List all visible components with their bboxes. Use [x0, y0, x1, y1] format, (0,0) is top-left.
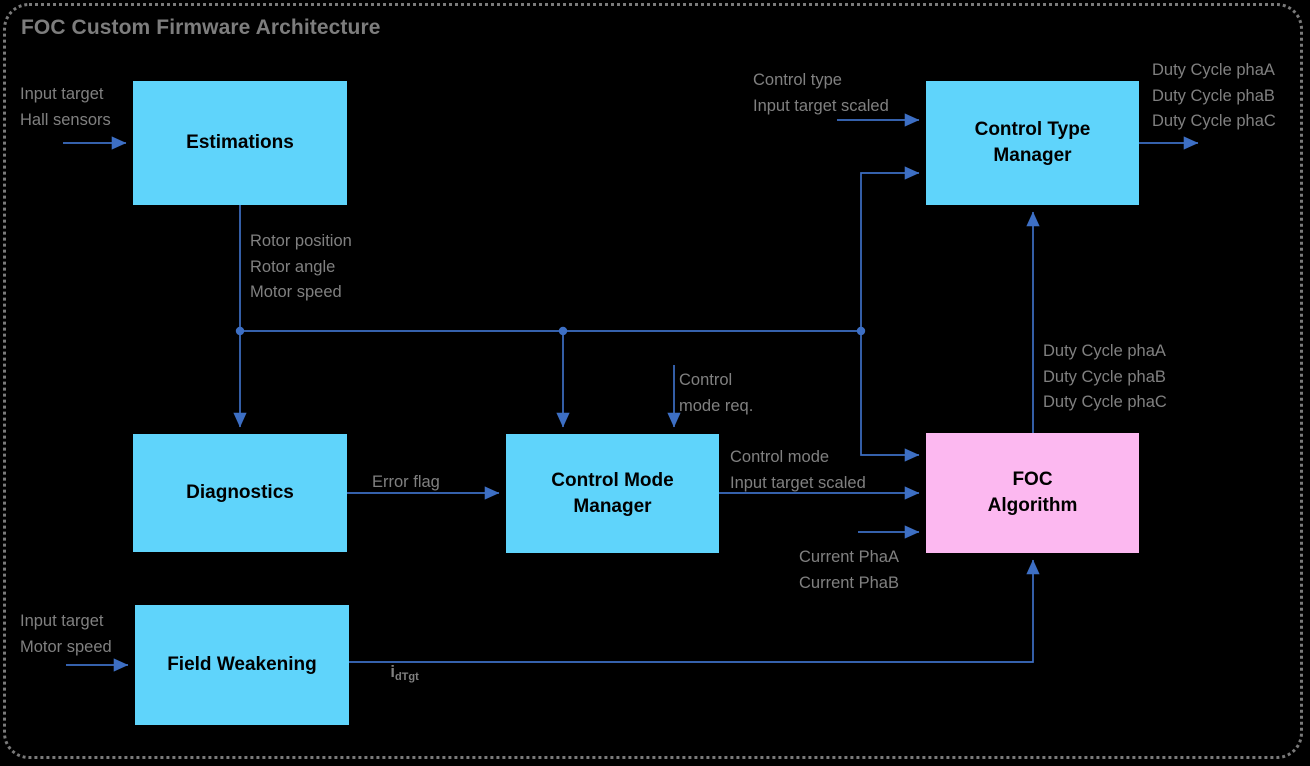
label-control-mode-output: Control mode Input target scaled — [730, 448, 866, 492]
label-idtgt-base: i — [390, 662, 395, 681]
block-control-mode-manager-label: Control Mode Manager — [551, 469, 674, 517]
label-field-weakening-input: Input target Motor speed — [20, 612, 112, 656]
label-control-mode-req: Control mode req. — [679, 371, 754, 415]
block-diagnostics[interactable]: Diagnostics — [133, 434, 347, 552]
wire-bus-to-foc-algorithm — [860, 331, 920, 462]
block-foc-algorithm-label: FOC Algorithm — [987, 469, 1078, 516]
block-control-mode-manager[interactable]: Control Mode Manager — [506, 434, 719, 553]
label-control-type-input: Control type Input target scaled — [753, 71, 889, 115]
label-idtgt-subscript: dTgt — [394, 670, 419, 683]
label-field-weakening-output: idTgt — [372, 634, 419, 711]
block-control-type-manager[interactable]: Control Type Manager — [926, 81, 1139, 205]
junction-dot-estimations — [235, 326, 245, 336]
label-error-flag: Error flag — [372, 473, 440, 491]
junction-dot-control-mode — [558, 326, 568, 336]
label-estimations-input: Input target Hall sensors — [20, 85, 111, 129]
block-foc-algorithm[interactable]: FOC Algorithm — [926, 433, 1139, 553]
wire-field-weakening-to-foc — [349, 559, 1040, 663]
block-control-type-manager-label: Control Type Manager — [974, 119, 1091, 166]
block-field-weakening[interactable]: Field Weakening — [135, 605, 349, 725]
label-current-phases: Current PhaA Current PhaB — [799, 548, 899, 592]
junction-dot-right-riser — [856, 326, 866, 336]
page-title: FOC Custom Firmware Architecture — [21, 16, 381, 39]
block-estimations-label: Estimations — [186, 132, 294, 154]
label-control-type-output: Duty Cycle phaA Duty Cycle phaB Duty Cyc… — [1152, 61, 1276, 131]
block-field-weakening-label: Field Weakening — [167, 654, 317, 676]
label-foc-duty-output: Duty Cycle phaA Duty Cycle phaB Duty Cyc… — [1043, 342, 1167, 412]
label-estimations-output: Rotor position Rotor angle Motor speed — [250, 232, 352, 302]
block-estimations[interactable]: Estimations — [133, 81, 347, 205]
block-diagnostics-label: Diagnostics — [186, 482, 294, 504]
wire-bus-to-control-type-manager — [860, 166, 920, 331]
